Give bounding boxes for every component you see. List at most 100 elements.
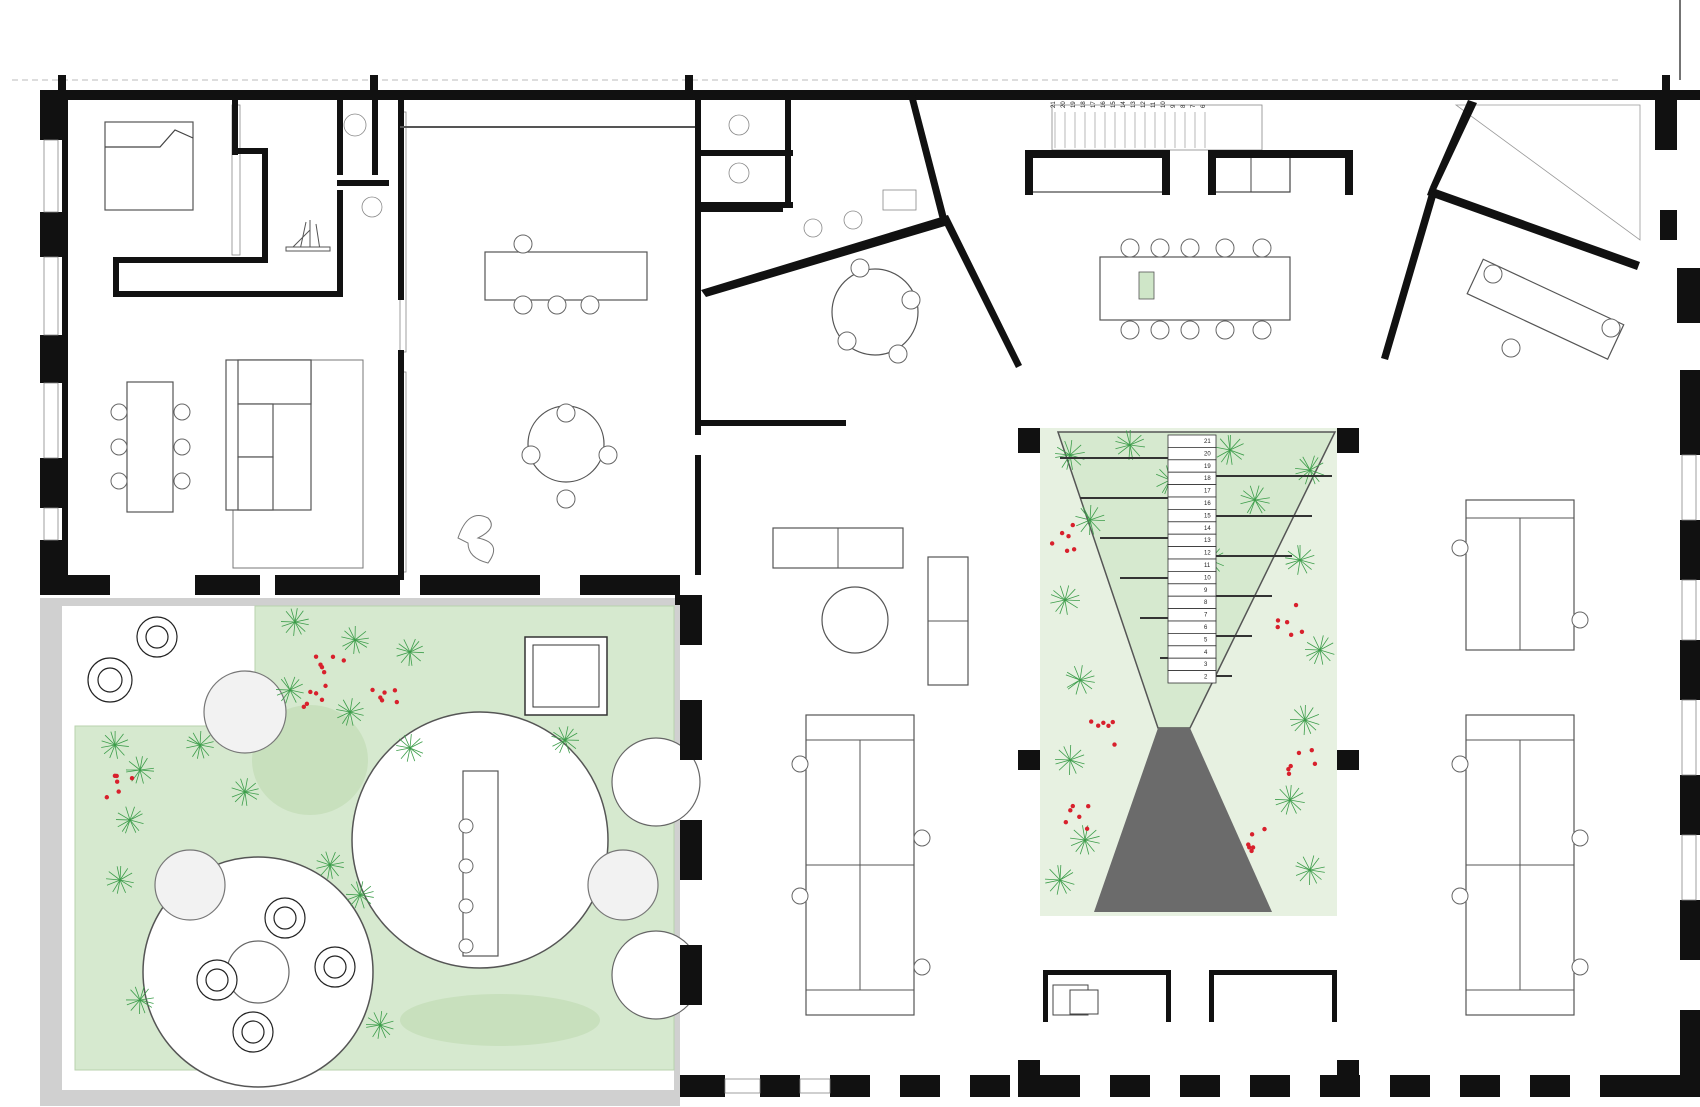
stair-step-number: 13 bbox=[1204, 538, 1211, 544]
plant bbox=[1295, 855, 1325, 886]
stair-step-number: 21 bbox=[1204, 439, 1211, 445]
stair-step-number: 17 bbox=[1204, 489, 1211, 495]
top-stair-number: 6 bbox=[1201, 104, 1207, 108]
plant bbox=[280, 608, 309, 636]
plant bbox=[341, 625, 369, 654]
plant bbox=[231, 778, 259, 806]
stair-tread bbox=[1167, 620, 1217, 634]
berry-cluster bbox=[1063, 803, 1091, 831]
stair-tread bbox=[1167, 583, 1217, 597]
stair-tread bbox=[1167, 608, 1217, 622]
plant bbox=[1289, 704, 1320, 735]
berry-cluster bbox=[313, 654, 346, 675]
void-below bbox=[1094, 728, 1272, 912]
stair-tread bbox=[1167, 670, 1217, 684]
plant bbox=[1274, 785, 1305, 815]
stair-step-number: 4 bbox=[1204, 650, 1208, 656]
lounge-area bbox=[772, 527, 969, 686]
plant bbox=[1240, 485, 1270, 515]
stair-step-number: 3 bbox=[1204, 662, 1208, 668]
berry-cluster bbox=[104, 773, 135, 800]
stair-step-number: 5 bbox=[1204, 637, 1208, 643]
plant bbox=[551, 726, 580, 754]
stair-tread bbox=[1167, 645, 1217, 659]
top-stair-number: 12 bbox=[1141, 101, 1147, 108]
stair-step-number: 12 bbox=[1204, 551, 1211, 557]
skylight bbox=[524, 636, 608, 716]
top-stair-number: 9 bbox=[1171, 104, 1177, 108]
plant bbox=[125, 986, 154, 1015]
stair-step-number: 14 bbox=[1204, 526, 1211, 532]
room-living bbox=[110, 359, 364, 569]
stair-step-number: 9 bbox=[1204, 588, 1208, 594]
plant bbox=[106, 865, 134, 894]
plant bbox=[101, 730, 129, 759]
top-stair-number: 10 bbox=[1161, 101, 1167, 108]
stair-step-number: 20 bbox=[1204, 451, 1211, 457]
stair-tread bbox=[1167, 633, 1217, 647]
berry-cluster bbox=[1286, 747, 1318, 776]
stair-step-number: 7 bbox=[1204, 613, 1208, 619]
plant bbox=[345, 881, 374, 909]
plant bbox=[1304, 635, 1335, 665]
room-bedroom bbox=[104, 104, 331, 256]
stair-step-number: 2 bbox=[1204, 675, 1208, 681]
plant bbox=[1045, 865, 1075, 895]
plant bbox=[1215, 434, 1245, 465]
garden-plants bbox=[101, 608, 580, 1039]
plant bbox=[1285, 544, 1315, 575]
desk-cluster-right-bottom bbox=[1451, 714, 1589, 1016]
windows bbox=[43, 139, 1697, 1094]
plant bbox=[1054, 744, 1085, 776]
top-stair-number: 16 bbox=[1101, 101, 1107, 108]
plant bbox=[316, 851, 344, 879]
top-stair-number: 21 bbox=[1051, 101, 1057, 108]
berry-cluster bbox=[1088, 719, 1117, 747]
berry-cluster bbox=[1275, 602, 1305, 638]
stair-step-number: 6 bbox=[1204, 625, 1208, 631]
plant bbox=[336, 698, 364, 726]
stair-step-number: 15 bbox=[1204, 513, 1211, 519]
berry-cluster bbox=[301, 683, 328, 710]
stair-step-number: 10 bbox=[1204, 575, 1211, 581]
plant bbox=[1075, 505, 1106, 536]
berry-cluster bbox=[1246, 826, 1267, 854]
wc-block bbox=[343, 113, 917, 238]
berry-cluster bbox=[370, 687, 400, 705]
top-stair-number: 7 bbox=[1191, 104, 1197, 108]
service-cores bbox=[1043, 970, 1337, 1022]
plant bbox=[396, 734, 424, 762]
stair-step-number: 8 bbox=[1204, 600, 1208, 606]
site-boundary bbox=[12, 0, 1681, 81]
top-stair-number: 17 bbox=[1091, 101, 1097, 108]
plant bbox=[125, 756, 154, 784]
stair-tread bbox=[1167, 657, 1217, 672]
staircase: 21 20 19 18 17 16 15 14 13 12 11 10 9 8 7 6 5 4 3 2 bbox=[1060, 434, 1332, 684]
desk-cluster-right-top bbox=[1451, 499, 1589, 651]
plant bbox=[275, 676, 304, 704]
walls bbox=[40, 75, 1700, 1097]
meeting-room-left bbox=[831, 258, 921, 364]
open-kitchen bbox=[1030, 151, 1291, 340]
top-stair-number: 8 bbox=[1181, 104, 1187, 108]
stair-step-number: 16 bbox=[1204, 501, 1211, 507]
stair-step-number: 11 bbox=[1204, 563, 1211, 569]
stair-step-number: 18 bbox=[1204, 476, 1211, 482]
room-studio bbox=[399, 111, 648, 573]
stair-step-number: 19 bbox=[1204, 464, 1211, 470]
top-stair-number: 18 bbox=[1081, 101, 1087, 108]
top-stair-number: 13 bbox=[1131, 101, 1137, 108]
terrace-garden bbox=[40, 598, 701, 1106]
plant bbox=[186, 731, 214, 759]
plant bbox=[1295, 455, 1325, 485]
atrium-garden: 21 20 19 18 17 16 15 14 13 12 11 10 9 8 7 6 5 4 3 2 bbox=[1040, 428, 1337, 916]
wire-chairs bbox=[87, 616, 356, 1053]
top-stair-number: 19 bbox=[1071, 101, 1077, 108]
desk-cluster-left bbox=[791, 714, 931, 1016]
top-stair-number: 14 bbox=[1121, 101, 1127, 108]
meeting-room-right bbox=[1454, 104, 1641, 360]
top-stair-number: 11 bbox=[1151, 101, 1157, 108]
top-stair-number: 20 bbox=[1061, 101, 1067, 108]
